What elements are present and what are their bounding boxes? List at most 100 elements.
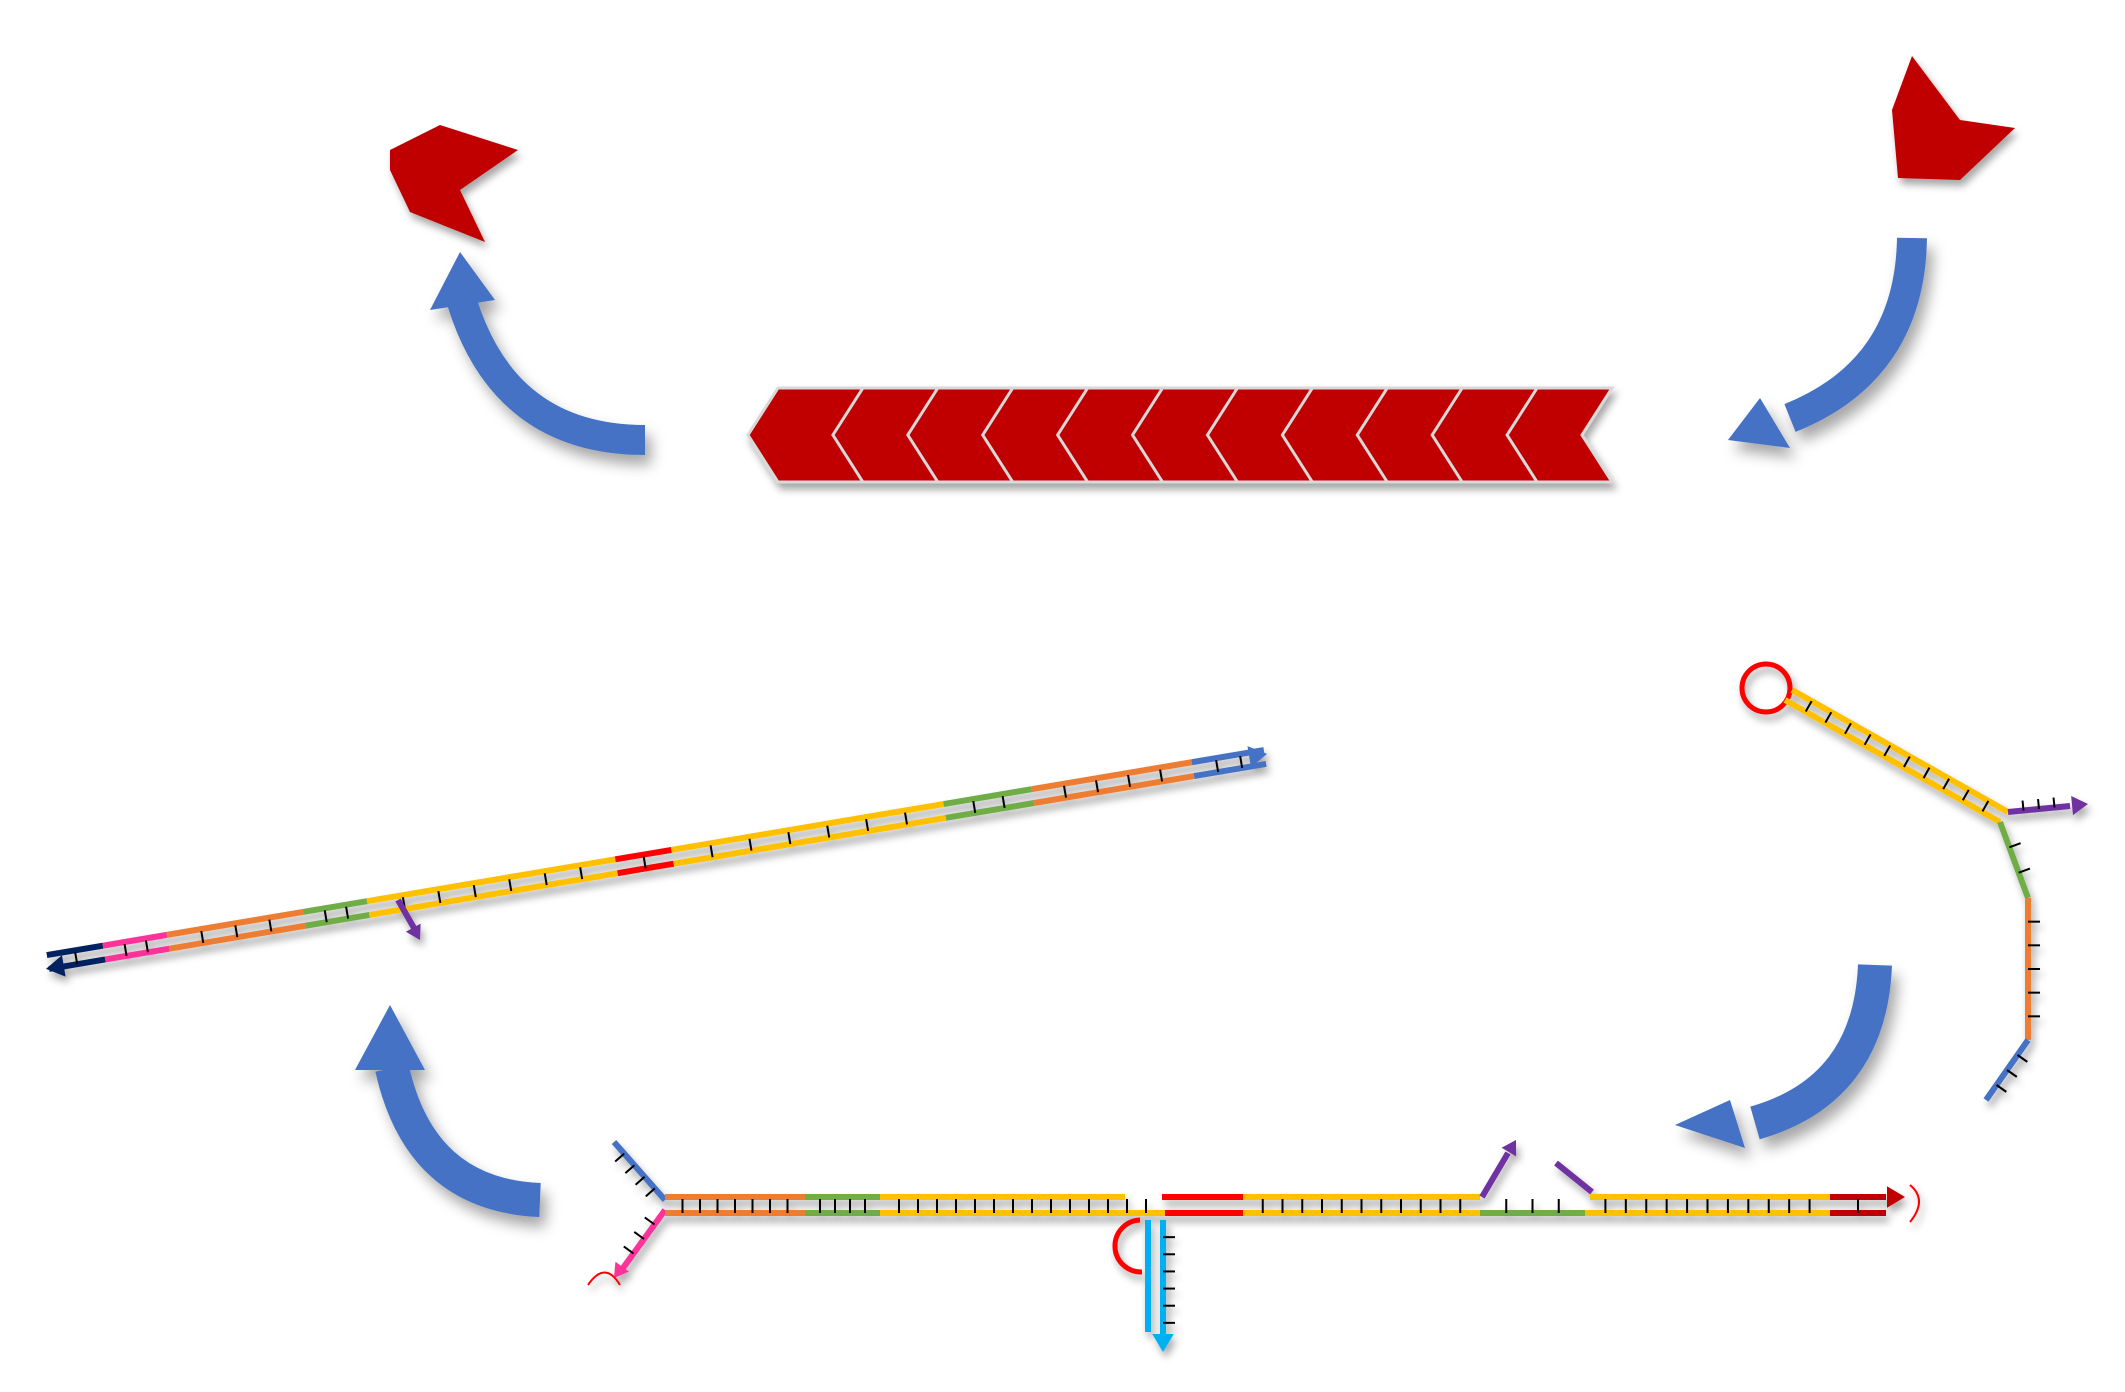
dna-arrow-icon: [1152, 1334, 1174, 1352]
polymer-unit: [746, 386, 866, 484]
base-pair-tick: [1981, 800, 1990, 812]
base-pair-tick: [1922, 767, 1931, 779]
base-pair-tick: [2037, 798, 2040, 810]
hairpin-loop-icon: [1739, 661, 1793, 715]
base-pair-tick: [645, 1187, 656, 1198]
strand-segment: [943, 786, 1033, 808]
base-pair-tick: [1961, 789, 1970, 801]
base-pair-tick: [1883, 744, 1892, 757]
base-pair-tick: [865, 818, 870, 832]
dna-arrow-icon: [405, 923, 421, 940]
base-pair-tick: [345, 906, 350, 919]
dna-arrow-icon: [46, 955, 66, 977]
base-pair-tick: [826, 825, 831, 838]
strand-end: [587, 1271, 621, 1286]
strand-segment: [395, 898, 417, 930]
strand-segment: [166, 908, 304, 938]
cycle-arrow-bottom-right: [1675, 964, 1892, 1148]
strand-segment: [1193, 760, 1267, 779]
strand-segment: [368, 870, 619, 918]
cycle-arrow-bottom-left: [355, 1005, 542, 1217]
strand-segment: [304, 911, 370, 929]
cycle-arrow-top-right: [1728, 237, 1927, 448]
base-pair-tick: [2018, 867, 2031, 874]
strand-segment: [945, 800, 1035, 821]
base-pair-tick: [623, 1245, 635, 1255]
base-pair-tick: [1844, 722, 1852, 735]
base-pair-tick: [709, 845, 714, 858]
strand-segment: [46, 942, 104, 959]
hairpin-loop-icon: [1112, 1217, 1143, 1275]
dna-arrow-icon: [1887, 1186, 1905, 1208]
strand-segment: [1783, 697, 2002, 825]
base-pair-tick: [633, 1231, 645, 1240]
dna-arrow-icon: [1501, 1140, 1517, 1157]
base-pair-tick: [644, 1216, 656, 1226]
base-pair-tick: [642, 856, 647, 869]
free-monomer-right: [1892, 56, 2015, 180]
base-pair-tick: [1063, 785, 1067, 798]
dna-arrow-icon: [1247, 746, 1267, 768]
base-pair-tick: [2016, 1054, 2028, 1063]
base-pair-tick: [2052, 797, 2056, 808]
strand-segment: [670, 801, 945, 853]
base-pair-tick: [1095, 780, 1100, 793]
strand-segment: [614, 846, 672, 863]
base-pair-tick: [1159, 769, 1164, 782]
base-pair-tick: [748, 838, 753, 851]
dna-arrow-icon: [2071, 795, 2088, 816]
base-pair-tick: [472, 885, 477, 898]
strand-segment: [102, 931, 168, 949]
dna-duplex-long: [46, 746, 1267, 977]
base-pair-tick: [579, 867, 584, 880]
strand-segment: [1033, 773, 1195, 806]
base-pair-tick: [1804, 700, 1813, 713]
strand-segment: [1997, 820, 2031, 900]
base-pair-tick: [614, 1152, 625, 1163]
strand-end: [1909, 1184, 1920, 1223]
base-pair-tick: [1942, 778, 1950, 790]
base-pair-tick: [234, 925, 239, 938]
base-pair-tick: [2008, 842, 2021, 849]
strand-segment: [1554, 1160, 1594, 1195]
strand-segment: [1790, 687, 2010, 815]
strand-segment: [1031, 759, 1193, 793]
base-pair-tick: [1001, 795, 1006, 809]
base-pair-tick: [1903, 756, 1911, 768]
base-pair-tick: [74, 952, 79, 965]
free-monomer-icon: [390, 125, 518, 242]
base-pair-tick: [543, 873, 548, 886]
base-pair-tick: [1863, 733, 1872, 746]
dna-hairpin-right: [1739, 661, 2088, 1102]
base-pair-tick: [144, 940, 149, 953]
cycle-arrow-top-left: [430, 252, 646, 455]
strand-segment: [1479, 1151, 1511, 1199]
base-pair-tick: [972, 800, 977, 814]
base-pair-tick: [634, 1176, 646, 1186]
base-pair-tick: [1995, 1084, 2007, 1093]
base-pair-tick: [904, 812, 908, 825]
base-pair-tick: [2021, 800, 2025, 811]
base-pair-tick: [624, 1164, 636, 1174]
base-pair-tick: [323, 910, 328, 923]
base-pair-tick: [200, 930, 205, 944]
free-monomer-icon: [1892, 56, 2015, 180]
base-pair-tick: [787, 832, 792, 845]
strand-segment: [673, 814, 947, 867]
dna-arrow-icon: [614, 1261, 630, 1278]
base-pair-tick: [268, 919, 273, 932]
dna-complex-bottom: [587, 1140, 1920, 1352]
strand-segment: [302, 898, 368, 915]
strand-segment: [611, 1140, 668, 1202]
base-pair-tick: [1824, 711, 1833, 724]
base-pair-tick: [1127, 774, 1132, 787]
base-pair-tick: [123, 943, 128, 957]
base-pair-tick: [1239, 755, 1244, 769]
polymer-chain-icon: [746, 386, 1615, 484]
strand-segment: [104, 945, 170, 963]
base-pair-tick: [2006, 1069, 2018, 1078]
base-pair-tick: [437, 891, 442, 904]
base-pair-tick: [1215, 759, 1220, 773]
